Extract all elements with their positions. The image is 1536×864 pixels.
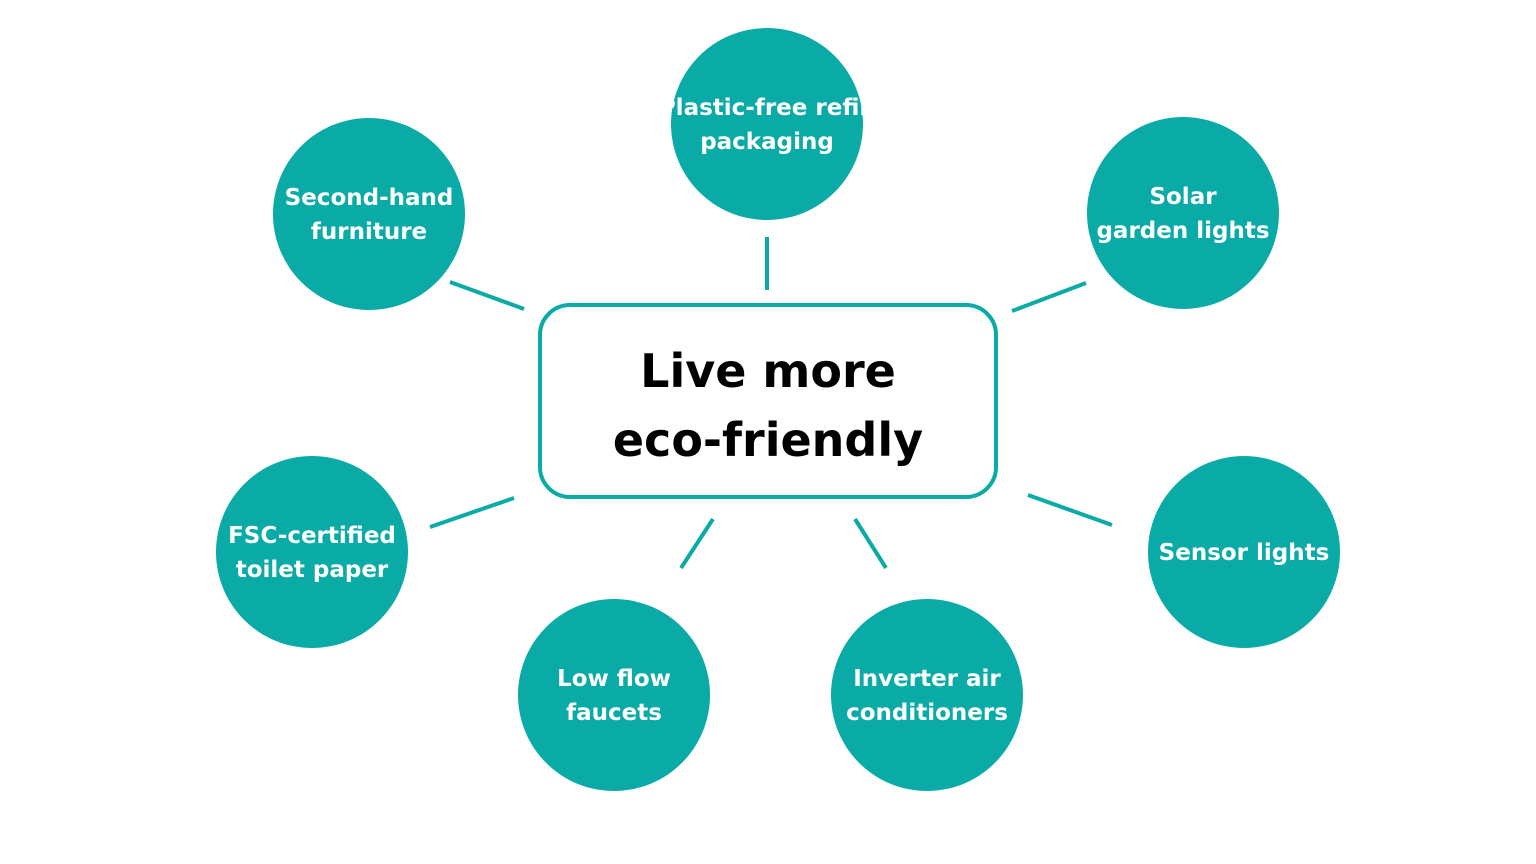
connector-sensor	[1027, 493, 1113, 527]
connector-solar	[1011, 281, 1087, 313]
center-title-line-1: Live more	[640, 344, 896, 398]
node-label: Sensor lights	[1159, 540, 1330, 566]
node-second-hand-furniture: Second-hand furniture	[273, 118, 465, 310]
node-label: Low flow	[557, 666, 671, 692]
node-label: Inverter air	[853, 666, 1001, 692]
node-circle	[216, 456, 408, 648]
node-label: Solar	[1149, 184, 1217, 210]
node-low-flow-faucets: Low flow faucets	[518, 599, 710, 791]
node-label: packaging	[700, 129, 834, 155]
node-circle	[831, 599, 1023, 791]
center-title-line-2: eco-friendly	[613, 413, 923, 467]
node-label: FSC-certified	[228, 523, 396, 549]
node-circle	[1087, 117, 1279, 309]
node-label: faucets	[566, 700, 662, 726]
node-sensor-lights: Sensor lights	[1148, 456, 1340, 648]
node-label: Plastic-free refill	[659, 95, 875, 121]
node-solar-garden-lights: Solar garden lights	[1087, 117, 1279, 309]
connector-low-flow	[679, 517, 715, 570]
node-circle	[273, 118, 465, 310]
node-label: conditioners	[846, 700, 1008, 726]
connector-inverter	[853, 517, 888, 570]
connector-second-hand	[449, 280, 525, 311]
node-circle	[518, 599, 710, 791]
node-label: furniture	[311, 219, 427, 245]
node-label: garden lights	[1096, 218, 1269, 244]
node-inverter-air-conditioners: Inverter air conditioners	[831, 599, 1023, 791]
node-circle	[1148, 456, 1340, 648]
node-label: toilet paper	[236, 557, 389, 583]
node-label: Second-hand	[285, 185, 454, 211]
connector-fsc	[429, 496, 515, 529]
node-plastic-free-refill: Plastic-free refill packaging	[659, 28, 875, 220]
center-box	[538, 303, 998, 499]
node-fsc-toilet-paper: FSC-certified toilet paper	[216, 456, 408, 648]
node-circle	[671, 28, 863, 220]
